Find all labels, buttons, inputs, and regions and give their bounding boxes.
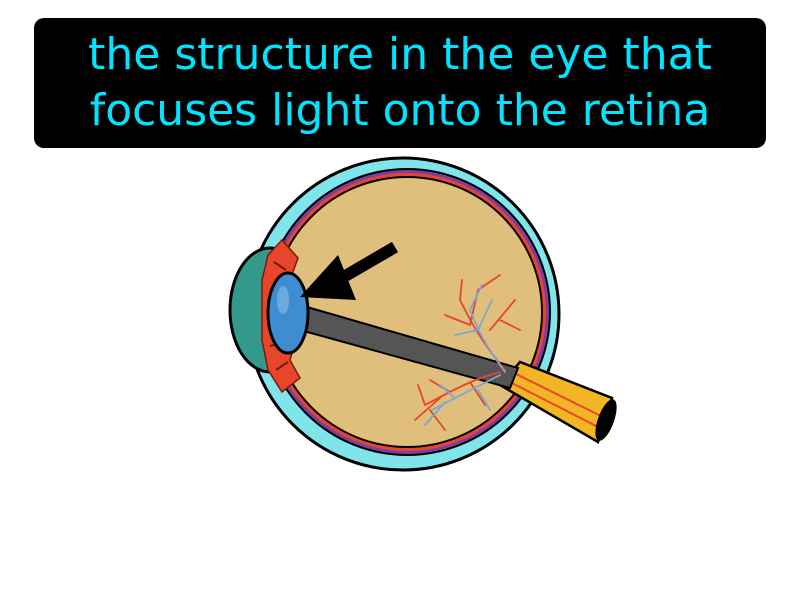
pointer-arrow-icon xyxy=(300,241,399,300)
definition-caption: the structure in the eye that focuses li… xyxy=(34,18,766,148)
optic-nerve-end xyxy=(595,399,617,441)
lens xyxy=(266,271,310,355)
retinal-blood-vessels xyxy=(414,274,521,431)
definition-line-2: focuses light onto the retina xyxy=(89,85,711,136)
optic-nerve-vessels xyxy=(505,371,606,429)
definition-line-1: the structure in the eye that xyxy=(88,29,712,80)
lens-highlight xyxy=(277,286,289,314)
